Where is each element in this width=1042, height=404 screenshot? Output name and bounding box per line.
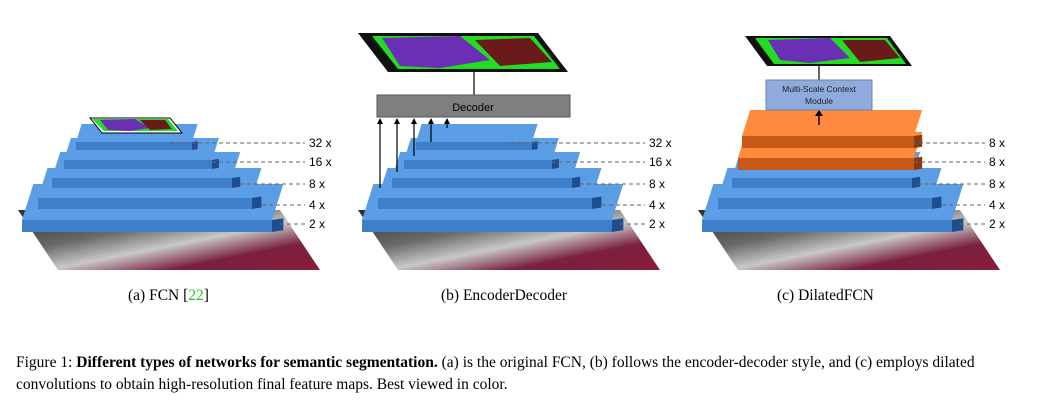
- subcaption-b: (b) EncoderDecoder: [441, 287, 568, 304]
- scale-label: 8 x: [309, 177, 325, 191]
- scale-label: 8 x: [649, 177, 665, 191]
- panel-encoder-decoder: Decoder 32 x 16 x 8 x 4 x 2 x: [358, 33, 672, 270]
- scale-label: 2 x: [989, 217, 1005, 231]
- context-module-box: [765, 79, 873, 111]
- scale-label: 16 x: [309, 155, 332, 169]
- scale-label: 8 x: [989, 177, 1005, 191]
- scale-label: 2 x: [309, 217, 325, 231]
- scale-label: 16 x: [649, 155, 672, 169]
- arrow-head: [411, 118, 417, 124]
- arrow-head: [428, 118, 434, 124]
- arrow-head: [377, 118, 383, 124]
- decoder-box: [376, 94, 571, 118]
- scale-label: 32 x: [649, 136, 672, 150]
- output-segmentation-map: [88, 117, 184, 134]
- arrow-head: [394, 118, 400, 124]
- decoder-label: Decoder: [452, 102, 494, 114]
- feature-layer: [416, 124, 538, 150]
- scale-label: 32 x: [309, 136, 332, 150]
- feature-layer: [742, 110, 923, 148]
- panel-fcn: 32 x 16 x 8 x 4 x 2 x: [18, 117, 332, 270]
- scale-label: 8 x: [989, 136, 1005, 150]
- context-module-label-line2: Module: [805, 96, 833, 106]
- subcaption-a: (a) FCN [22]: [128, 287, 209, 304]
- context-module-label-line1: Multi-Scale Context: [782, 84, 856, 94]
- feature-pyramid: [22, 124, 284, 232]
- feature-pyramid: [702, 110, 964, 232]
- scale-label: 4 x: [989, 198, 1005, 212]
- scale-label: 4 x: [649, 198, 665, 212]
- output-segmentation-map: [358, 33, 568, 72]
- feature-pyramid: [362, 124, 624, 232]
- scale-label: 2 x: [649, 217, 665, 231]
- skip-arrows: [377, 118, 450, 188]
- reference-link[interactable]: 22: [188, 287, 204, 304]
- scale-label: 4 x: [309, 198, 325, 212]
- figure-caption: Figure 1: Different types of networks fo…: [16, 354, 975, 393]
- arrow-head: [444, 118, 450, 124]
- output-segmentation-map: [745, 36, 912, 66]
- subcaption-c: (c) DilatedFCN: [777, 287, 874, 304]
- panel-dilated-fcn: Multi-Scale Context Module 8 x 8 x 8 x 4 x 2…: [698, 36, 1005, 270]
- scale-label: 8 x: [989, 155, 1005, 169]
